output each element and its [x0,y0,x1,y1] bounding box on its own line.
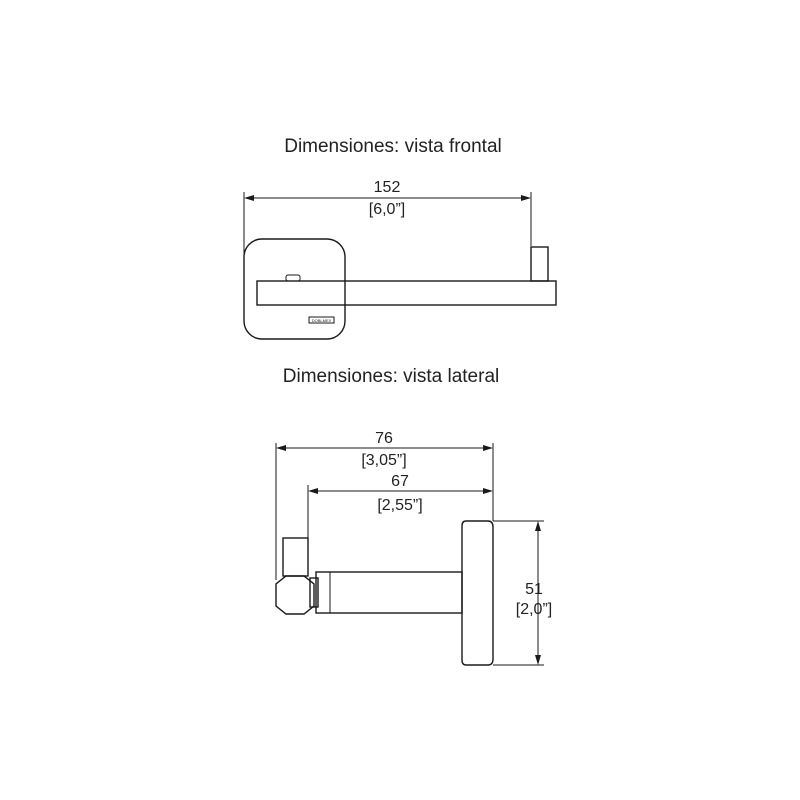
side-depth-arrow-left [276,445,286,451]
side-height-arrow-top [535,521,541,531]
side-wall-plate [461,520,494,666]
side-depth-mm: 76 [375,430,393,447]
side-view-title: Dimensiones: vista lateral [283,366,499,387]
front-arrow-left [244,195,254,201]
front-view-title: Dimensiones: vista frontal [284,136,502,157]
front-width-dimension: 152 [6,0”] [243,179,532,256]
front-arm [256,280,557,306]
side-arm-mm: 67 [391,473,409,490]
side-depth-arrow-right [483,445,493,451]
side-end-cap [275,575,315,615]
side-arm [315,571,463,614]
front-logo-badge [308,316,335,324]
side-view: Dimensiones: vista lateral 76 [3,05”] 67… [275,366,552,666]
front-screw-detail [285,274,301,282]
side-arm-arrow-left [308,488,318,494]
side-height-dimension: 51 [2,0”] [493,520,552,666]
front-width-mm: 152 [374,179,401,196]
side-height-arrow-bottom [535,655,541,665]
side-arm-in: [2,55”] [377,497,422,514]
side-arm-arrow-right [483,488,493,494]
side-height-in: [2,0”] [516,601,552,618]
front-view: Dimensiones: vista frontal 152 [6,0”] DO… [243,136,557,340]
side-height-mm: 51 [525,581,543,598]
side-upright-post [282,537,309,577]
side-arm-dimension: 67 [2,55”] [307,473,493,538]
front-arrow-right [521,195,531,201]
side-depth-in: [3,05”] [361,452,406,469]
side-collar [309,577,319,608]
front-logo-text: DOBLMEX [312,318,332,323]
front-wall-plate [243,238,346,340]
side-depth-dimension: 76 [3,05”] [275,430,494,580]
front-end-post [530,246,549,282]
front-width-in: [6,0”] [369,201,405,218]
